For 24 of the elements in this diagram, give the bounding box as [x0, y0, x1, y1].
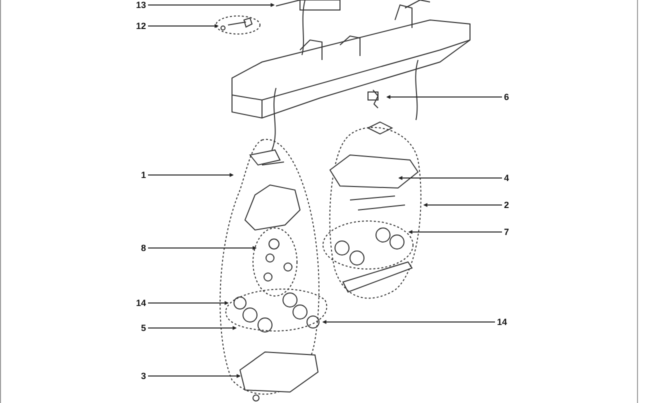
leader-line — [148, 326, 237, 330]
callout-number: 12 — [136, 21, 146, 31]
leader-line — [148, 3, 275, 7]
leader-line — [148, 301, 229, 305]
callout-number: 8 — [141, 243, 146, 253]
callout-number: 5 — [141, 323, 146, 333]
callout-number: 3 — [141, 371, 146, 381]
leader-line — [148, 173, 234, 177]
callout-number: 14 — [497, 317, 508, 327]
leader-line — [386, 95, 502, 99]
leader-line — [398, 176, 502, 180]
callout-number: 4 — [504, 173, 510, 183]
callout-number: 14 — [136, 298, 146, 308]
callout-number: 7 — [504, 227, 510, 237]
leader-line — [423, 203, 502, 207]
leader-line — [322, 320, 496, 324]
leader-line — [148, 374, 241, 378]
callout-number: 13 — [136, 0, 146, 10]
leader-line — [148, 24, 219, 28]
leader-line — [408, 230, 502, 234]
callout-number: 1 — [141, 170, 146, 180]
callout-number: 6 — [504, 92, 510, 102]
callout-number: 2 — [504, 200, 510, 210]
leader-line — [148, 246, 257, 250]
